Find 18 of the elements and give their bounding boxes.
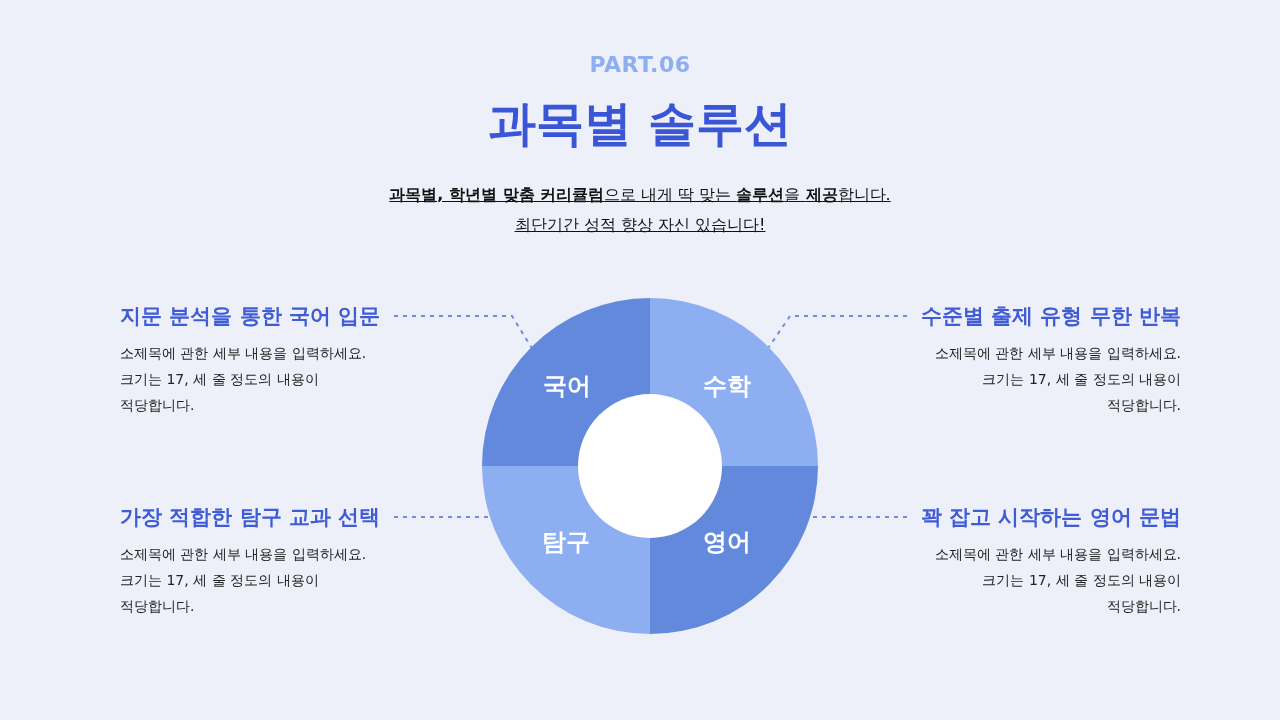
subject-label: 탐구 bbox=[542, 527, 590, 558]
subject-label: 영어 bbox=[703, 527, 751, 558]
section-heading: 수준별 출제 유형 무한 반복 bbox=[919, 303, 1181, 330]
subtitle-text: 과목별, 학년별 맞춤 커리큘럼으로 내게 딱 맞는 솔루션을 제공합니다. 최단기간 성적 향상 자신 있습니다! bbox=[388, 184, 892, 236]
subject-label: 국어 bbox=[543, 371, 591, 402]
section-heading: 가장 적합한 탐구 교과 선택 bbox=[120, 504, 382, 531]
leader-line bbox=[767, 315, 908, 349]
part-label: PART.06 bbox=[588, 52, 692, 77]
title: 과목별 솔루션 bbox=[486, 94, 794, 153]
subject-label: 수학 bbox=[703, 371, 751, 402]
leader-line bbox=[393, 516, 491, 518]
description-text: 소제목에 관한 세부 내용을 입력하세요. 크기는 17, 세 줄 정도의 내용이 적당합니다. bbox=[933, 545, 1181, 616]
section-heading: 지문 분석을 통한 국어 입문 bbox=[120, 303, 382, 330]
section-heading: 꽉 잡고 시작하는 영어 문법 bbox=[919, 504, 1181, 531]
description-text: 소제목에 관한 세부 내용을 입력하세요. 크기는 17, 세 줄 정도의 내용이 적당합니다. bbox=[120, 545, 368, 616]
leader-line bbox=[393, 315, 533, 349]
description-text: 소제목에 관한 세부 내용을 입력하세요. 크기는 17, 세 줄 정도의 내용이 적당합니다. bbox=[933, 344, 1181, 415]
description-text: 소제목에 관한 세부 내용을 입력하세요. 크기는 17, 세 줄 정도의 내용이 적당합니다. bbox=[120, 344, 368, 415]
